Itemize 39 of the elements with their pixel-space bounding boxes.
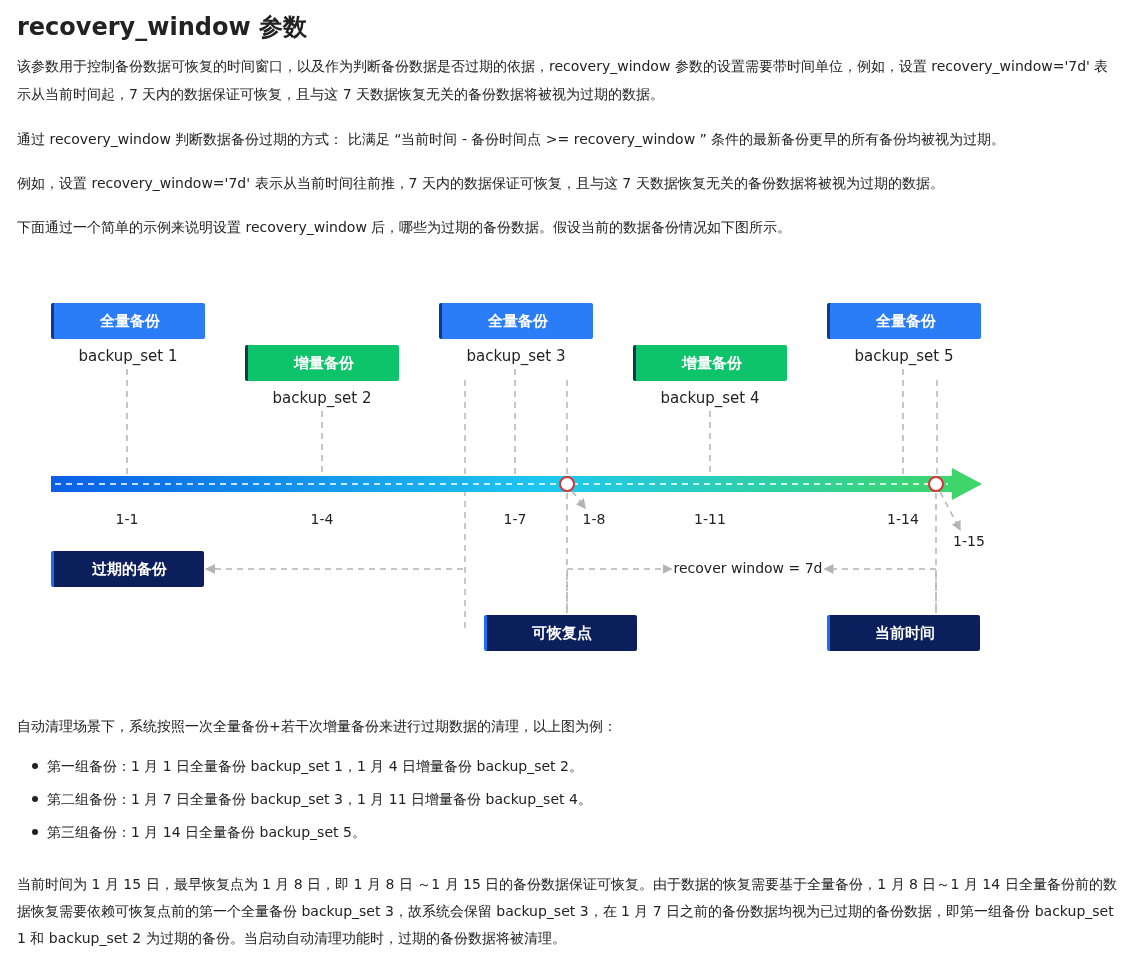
date-label: 1-8: [582, 510, 606, 528]
dashed-arrow: [205, 564, 464, 574]
leader-arrow: [571, 490, 587, 510]
dashed-arrow: [823, 564, 937, 614]
paragraph: 当前时间为 1 月 15 日，最早恢复点为 1 月 8 日，即 1 月 8 日 ～1 月 15 日的备份数据保证可恢复。由于数据的恢复需要基于全量备份，1 月 8 日～1 月 14 日全量备份前的数据恢复需要依赖可恢复点前的第一个全量备份 backup_set 3，故系统会保留 backup_set 3，在 1 月 7 日之前的备份数据均视为已过期的备份数据，即第一组备份 backup_set 1 和 backup_set 2 为过期的备份。当启动自动清理功能时，过期的备份数据将被清理。: [17, 875, 1117, 948]
date-label: 1-4: [310, 510, 334, 528]
leader-arrow: [939, 491, 962, 532]
backup-tag: 增量备份: [245, 345, 399, 381]
backup-set-label: backup_set 1: [77, 346, 179, 367]
backup-tag: 增量备份: [633, 345, 787, 381]
window-label: recover window = 7d: [673, 559, 823, 577]
date-label: 1-14: [887, 510, 919, 528]
backup-set-label: backup_set 3: [465, 346, 567, 367]
date-label: 1-15: [953, 532, 985, 550]
status-tag: 过期的备份: [51, 551, 204, 587]
paragraph: 下面通过一个简单的示例来说明设置 recovery_window 后，哪些为过期的备份数据。假设当前的数据备份情况如下图所示。: [17, 218, 793, 237]
bullet-item: 第二组备份：1 月 7 日全量备份 backup_set 3，1 月 11 日增量备份 backup_set 4。: [30, 786, 592, 812]
page-title: recovery_window 参数: [17, 12, 307, 43]
tick-line: [902, 368, 904, 477]
backup-tag: 全量备份: [51, 303, 205, 339]
tick-line: [514, 368, 516, 477]
status-tag: 当前时间: [827, 615, 980, 651]
paragraph: 该参数用于控制备份数据可恢复的时间窗口，以及作为判断备份数据是否过期的依据，recovery_window 参数的设置需要带时间单位，例如，设置 recovery_window='7d' 表示从当前时间起，7 天内的数据保证可恢复，且与这 7 天数据恢复无关的备份数据将被视为过期的数据。: [17, 57, 1110, 104]
tick-line: [126, 368, 128, 477]
date-label: 1-1: [115, 510, 139, 528]
backup-tag: 全量备份: [439, 303, 593, 339]
backup-set-label: backup_set 4: [659, 388, 761, 409]
status-tag: 可恢复点: [484, 615, 637, 651]
bullet-item: 第一组备份：1 月 1 日全量备份 backup_set 1，1 月 4 日增量备份 backup_set 2。: [30, 753, 583, 779]
date-label: 1-11: [694, 510, 726, 528]
dashed-arrow: [566, 564, 673, 614]
paragraph: 通过 recovery_window 判断数据备份过期的方式： 比满足 “当前时间 - 备份时间点 >= recovery_window ” 条件的最新备份更早的所有备份均被视为过期。: [17, 130, 1007, 149]
paragraph: 例如，设置 recovery_window='7d' 表示从当前时间往前推，7 天内的数据保证可恢复，且与这 7 天数据恢复无关的备份数据将被视为过期的数据。: [17, 174, 945, 193]
date-label: 1-7: [503, 510, 527, 528]
bullet-item: 第三组备份：1 月 14 日全量备份 backup_set 5。: [30, 819, 366, 845]
backup-set-label: backup_set 5: [853, 346, 955, 367]
backup-tag: 全量备份: [827, 303, 981, 339]
backup-set-label: backup_set 2: [271, 388, 373, 409]
paragraph: 自动清理场景下，系统按照一次全量备份+若干次增量备份来进行过期数据的清理，以上图为例：: [17, 717, 618, 736]
